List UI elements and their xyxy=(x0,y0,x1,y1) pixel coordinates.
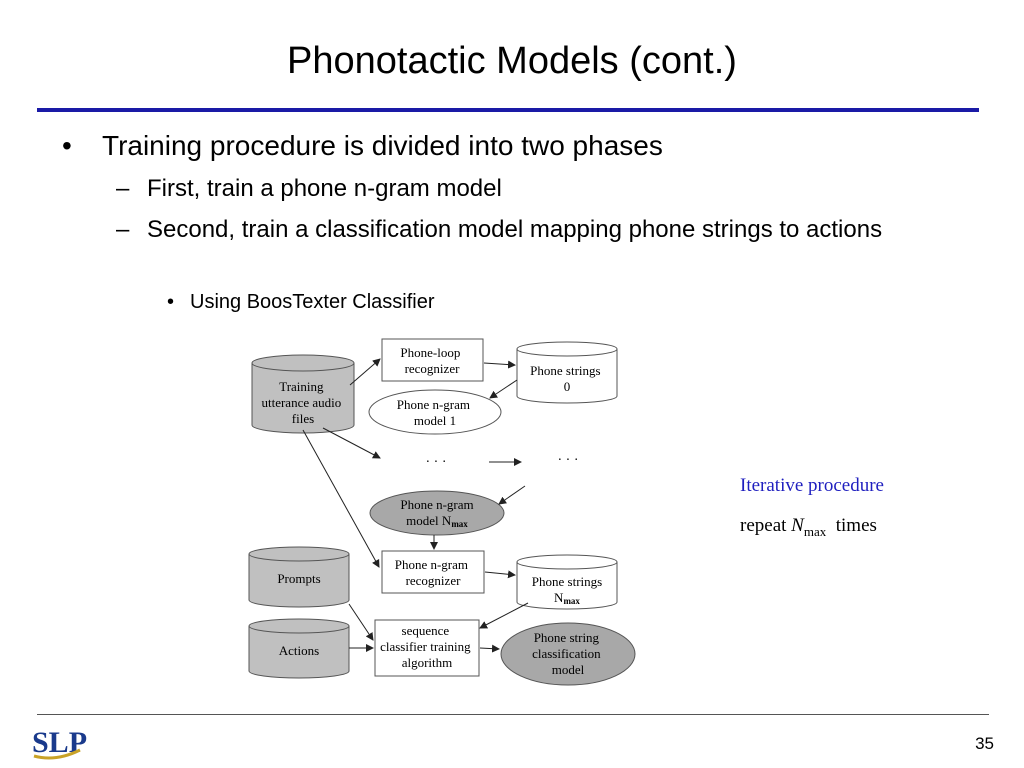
bullet-mark: • xyxy=(167,291,175,313)
svg-text:model Nmax: model Nmax xyxy=(406,513,468,529)
phone-strings-0-line1: Phone strings xyxy=(530,363,600,378)
bullet-mark: – xyxy=(116,216,130,243)
sequence-classifier-box: sequence classifier training algorithm xyxy=(374,619,480,677)
arrow-files-to-phoneloop xyxy=(349,358,381,386)
training-files-line2: utterance audio xyxy=(261,395,341,410)
ngram-model-n-sub: max xyxy=(451,519,468,529)
svg-text:Phone strings: Phone strings xyxy=(532,574,602,589)
classification-model-line1: Phone string xyxy=(534,630,600,645)
bullet-text: Second, train a classification model map… xyxy=(147,216,883,243)
ellipsis-right: · · · xyxy=(558,453,579,468)
svg-text:Nmax: Nmax xyxy=(554,590,580,606)
svg-text:Training utterance audio: Training utterance audio files xyxy=(261,379,344,426)
actions-cylinder: Actions xyxy=(248,618,350,679)
training-files-line1: Training xyxy=(279,379,324,394)
phone-strings-0-line2: 0 xyxy=(564,379,571,394)
prompts-label: Prompts xyxy=(277,571,320,586)
page-number: 35 xyxy=(975,734,994,753)
arrow-to-model-n xyxy=(498,485,526,505)
phone-loop-line1: Phone-loop xyxy=(400,345,460,360)
logo-letters: SLP xyxy=(32,726,87,759)
phone-loop-recognizer-box: Phone-loop recognizer xyxy=(381,338,484,382)
arrow-files-to-iteration xyxy=(322,427,381,459)
bullet-text: Training procedure is divided into two p… xyxy=(102,130,663,161)
actions-label: Actions xyxy=(279,643,319,658)
phone-strings-0-cylinder: Phone strings 0 xyxy=(516,341,618,404)
n-symbol: N xyxy=(791,515,804,536)
svg-text:Phone n-gram model 1: Phone n-gram model 1 xyxy=(397,397,474,428)
ngram-model-1-line1: Phone n-gram xyxy=(397,397,470,412)
arrow-phoneloop-to-strings0 xyxy=(483,360,516,369)
phone-loop-line2: recognizer xyxy=(405,361,461,376)
arrow-files-to-recognizer xyxy=(302,429,380,568)
classification-model-line2: classification xyxy=(532,646,601,661)
phone-strings-n-line1: Phone strings xyxy=(532,574,602,589)
phone-strings-n-cylinder: Phone strings Nmax xyxy=(516,554,618,610)
phone-strings-n-sub: max xyxy=(563,596,580,606)
svg-text:Phone string classificat: Phone string classification model xyxy=(532,630,604,677)
slp-logo: SLP xyxy=(32,726,87,760)
ngram-recognizer-box: Phone n-gram recognizer xyxy=(381,550,485,594)
training-files-line3: files xyxy=(292,411,314,426)
diagram-arrows xyxy=(302,358,529,653)
svg-text:Phone n-gram recognizer: Phone n-gram recognizer xyxy=(395,557,472,588)
sequence-classifier-line2: classifier training xyxy=(380,639,471,654)
n-subscript: max xyxy=(803,523,827,539)
sequence-classifier-line3: algorithm xyxy=(402,655,453,670)
footer-divider xyxy=(37,714,989,715)
svg-text:Phone strings 0: Phone strings 0 xyxy=(530,363,604,394)
classification-model-ellipse: Phone string classification model xyxy=(500,622,636,686)
arrow-strings-n-to-classifier xyxy=(479,602,529,629)
repeat-note: repeat Nmax times xyxy=(740,515,877,540)
times-word: times xyxy=(835,515,877,536)
arrow-strings0-to-model1 xyxy=(489,379,518,399)
svg-text:Phone n-gram: Phone n-gram xyxy=(400,497,473,512)
classification-model-line3: model xyxy=(552,662,585,677)
ngram-model-n-ellipse: Phone n-gram model Nmax xyxy=(369,490,505,536)
arrow-recognizer-to-strings-n xyxy=(484,570,516,579)
svg-text:sequence classifier trai: sequence classifier training algorithm xyxy=(380,623,474,670)
bullet-mark: • xyxy=(62,130,72,161)
ngram-recognizer-line2: recognizer xyxy=(406,573,462,588)
prompts-cylinder: Prompts xyxy=(248,546,350,608)
ngram-model-1-line2: model 1 xyxy=(414,413,456,428)
bullet-mark: – xyxy=(116,175,130,202)
repeat-word: repeat xyxy=(740,515,787,536)
bullet-text: First, train a phone n-gram model xyxy=(147,175,502,202)
ellipsis-left: · · · xyxy=(426,455,447,470)
svg-text:Phone-loop recognizer: Phone-loop recognizer xyxy=(400,345,463,376)
ngram-model-1-ellipse: Phone n-gram model 1 xyxy=(368,389,502,435)
iterative-procedure-label: Iterative procedure xyxy=(740,475,884,496)
bullet-text: Using BoosTexter Classifier xyxy=(190,291,435,313)
arrow-prompts-to-classifier xyxy=(348,603,374,641)
title-divider xyxy=(37,108,979,112)
sequence-classifier-line1: sequence xyxy=(402,623,450,638)
slide-title: Phonotactic Models (cont.) xyxy=(287,40,737,82)
ngram-model-n-line1: Phone n-gram xyxy=(400,497,473,512)
training-files-cylinder: Training utterance audio files xyxy=(251,354,355,434)
ngram-recognizer-line1: Phone n-gram xyxy=(395,557,468,572)
ngram-model-n-line2: model N xyxy=(406,513,452,528)
arrow-classifier-to-model xyxy=(479,644,500,653)
phone-strings-n-line2: N xyxy=(554,590,564,605)
bullet-list: • Training procedure is divided into two… xyxy=(0,0,1024,330)
